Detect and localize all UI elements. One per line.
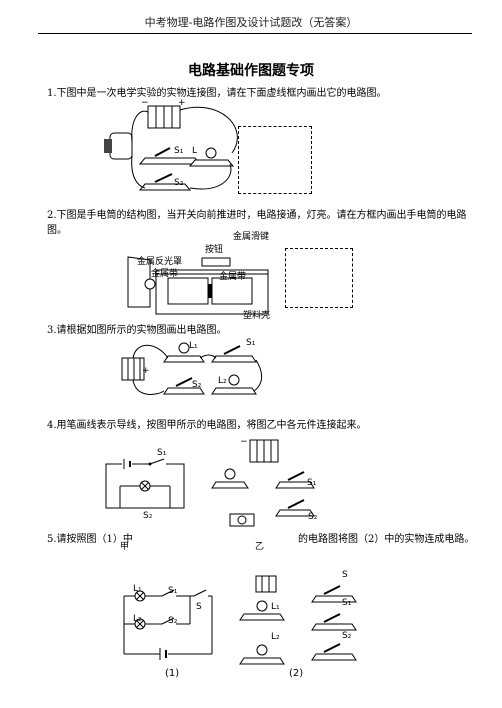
fig3-plus-label: + <box>142 366 150 376</box>
fig2-flashlight <box>127 256 269 315</box>
fig4-apparatus <box>211 439 315 527</box>
fig1-answer-box <box>238 126 312 194</box>
fig2-plastic-shell-label: 塑料壳 <box>243 311 271 321</box>
fig4-circuit-diagram <box>105 458 185 509</box>
fig5-right-s1-label: S₁ <box>342 598 352 608</box>
question-3: 3.请根据如图所示的实物图画出电路图。 <box>47 325 227 336</box>
fig5-s1-label: S₁ <box>168 586 178 596</box>
fig1-l-label: L <box>192 146 198 156</box>
fig2-metal-strip-label: 金属带 <box>151 269 179 279</box>
fig5-right-l2-label: L₂ <box>271 632 280 642</box>
fig4-s1-label: S₁ <box>157 448 167 458</box>
fig1-plus-label: + <box>178 98 186 108</box>
fig4-s1b-label: S₁ <box>307 478 317 488</box>
fig5-s2-label: S₂ <box>168 616 178 626</box>
fig1-minus-label: − <box>141 98 149 108</box>
fig2-metal-strip2-label: 金属带 <box>219 272 247 282</box>
question-5-part2: 的电路图将图（2）中的实物连成电路。 <box>298 534 475 545</box>
fig1-apparatus <box>104 105 238 191</box>
fig5-right-l1-label: L₁ <box>271 602 280 612</box>
fig3-s2-label: S₂ <box>192 380 202 390</box>
fig2-metal-slider-label: 金属滑键 <box>233 232 270 242</box>
fig5-s-label: S <box>196 602 202 612</box>
fig1-s1-label: S₁ <box>174 146 184 156</box>
fig5-l2-label: L₂ <box>133 614 142 624</box>
fig2-button-label: 按钮 <box>205 245 224 255</box>
fig3-l2-label: L₂ <box>218 376 227 386</box>
question-2: 2.下图是手电筒的结构图，当开关向前推进时，电路接通，灯亮。请在方框内画出手电筒… <box>47 210 467 236</box>
fig4-jia-caption: 甲 <box>120 542 130 552</box>
fig5-caption-1: (1) <box>165 668 180 679</box>
fig4-minus-label: − <box>240 437 248 447</box>
question-1: 1.下图中是一次电学实验的实物连接图，请在下面虚线框内画出它的电路图。 <box>47 88 387 99</box>
fig2-reflector-label: 金属反光罩 <box>137 257 183 267</box>
fig4-s2b-label: S₂ <box>308 512 318 522</box>
fig5-caption-2: (2) <box>289 668 304 679</box>
fig3-apparatus <box>121 342 263 395</box>
header-divider <box>38 33 472 34</box>
page-header: 中考物理-电路作图及设计试题改（无答案） <box>144 16 358 29</box>
fig1-s2-label: S₂ <box>174 178 184 188</box>
question-4: 4.用笔画线表示导线，按图甲所示的电路图，将图乙中各元件连接起来。 <box>47 420 367 431</box>
fig2-answer-box <box>285 248 353 308</box>
fig5-right-s2-label: S₂ <box>342 631 352 641</box>
fig3-l1-label: L₁ <box>189 341 198 351</box>
question-5-part1: 5.请按照图（1）中 <box>47 534 133 545</box>
fig5-apparatus <box>239 575 357 665</box>
fig3-s1-label: S₁ <box>246 338 256 348</box>
fig5-circuit-diagram <box>123 589 213 660</box>
fig4-s2-label: S₂ <box>143 511 153 521</box>
fig5-right-s-label: S <box>342 570 348 580</box>
fig5-l1-label: L₁ <box>133 584 142 594</box>
fig4-yi-caption: 乙 <box>255 542 265 552</box>
page-title: 电路基础作图题专项 <box>188 63 314 79</box>
